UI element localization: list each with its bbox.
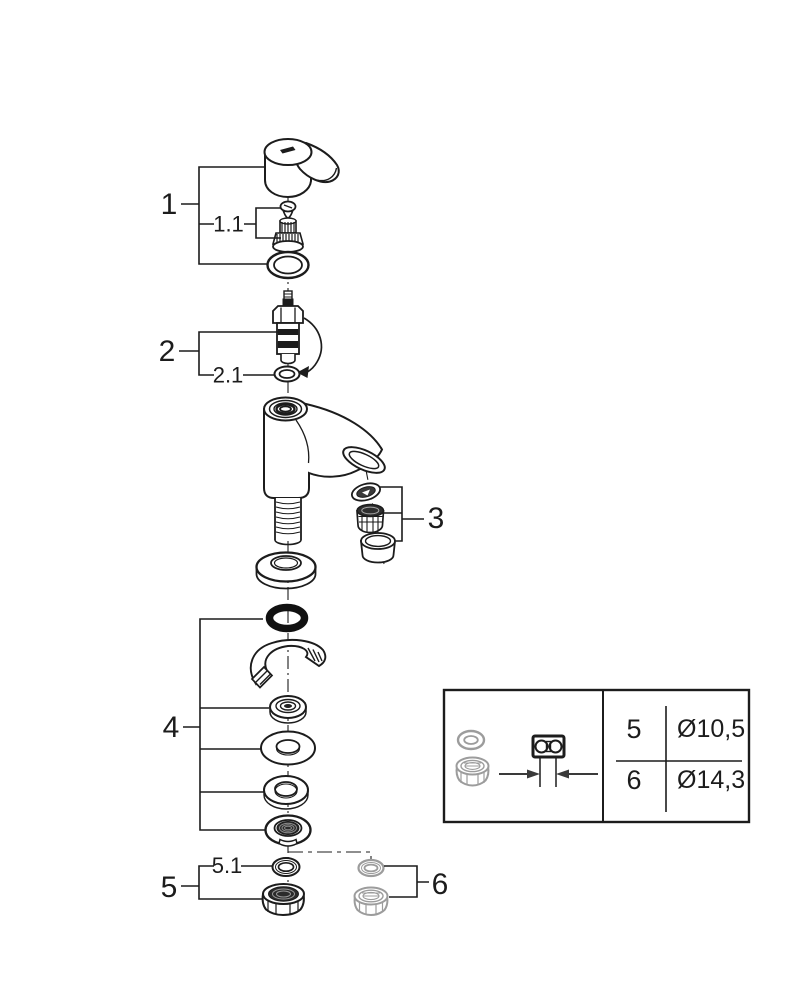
callout-labels: 1 1.1 2 2.1 3 4 5 5.1 6: [159, 188, 449, 904]
bracket-2: [179, 331, 280, 376]
callout-2-1: 2.1: [213, 363, 244, 388]
handle-screw-part: [279, 200, 297, 220]
callout-3: 3: [428, 502, 445, 535]
callout-5-1: 5.1: [212, 853, 243, 878]
alt-oring-part: [357, 858, 385, 878]
base-flange-part: [255, 551, 317, 590]
table-sample-oring: [456, 729, 486, 751]
handle-indicator-slot: [280, 146, 296, 154]
table-dia-6: Ø14,3: [677, 766, 745, 794]
part6-connector-line: [288, 851, 372, 860]
cartridge-oring-part: [273, 365, 301, 383]
callout-1: 1: [161, 188, 178, 221]
rotation-arrowhead: [297, 366, 309, 378]
callout-2: 2: [159, 335, 176, 368]
callout-1-1: 1.1: [213, 212, 244, 237]
black-oring-part: [265, 603, 309, 633]
callout-4: 4: [163, 711, 180, 744]
escutcheon-ring-part: [266, 250, 310, 280]
flat-washer-part: [260, 730, 316, 766]
callout-brackets: [179, 166, 429, 900]
bracket-3: [379, 486, 424, 542]
table-ref-6: 6: [626, 765, 641, 795]
bracket-6: [384, 865, 429, 898]
spline-adapter-part: [271, 217, 305, 253]
bracket-1-1: [244, 207, 281, 239]
callout-6: 6: [432, 868, 449, 901]
size-table: 5 Ø10,5 6 Ø14,3: [442, 688, 751, 824]
rotation-arrow: [303, 317, 323, 374]
measure-arrowhead-right: [556, 769, 569, 779]
mounting-nut-part: [264, 814, 312, 847]
grooved-washer-part: [269, 695, 307, 724]
cartridge-part: [272, 290, 323, 378]
aerator-housing-part: [359, 532, 397, 564]
bracket-5: [181, 865, 272, 900]
supply-oring-part: [271, 857, 301, 877]
aerator-insert-part: [356, 503, 385, 534]
diameter-measure-diagram: [499, 734, 598, 787]
table-dia-5: Ø10,5: [677, 715, 745, 743]
table-sample-nut: [455, 756, 490, 787]
measure-arrowhead-left: [527, 769, 540, 779]
callout-5: 5: [161, 871, 178, 904]
ring-washer-part: [263, 775, 309, 810]
handle-part: [263, 138, 340, 199]
supply-nut-part: [261, 883, 305, 917]
faucet-body-part: [263, 396, 386, 546]
horseshoe-washer-part: [250, 638, 327, 689]
bracket-1: [181, 166, 268, 265]
table-ref-5: 5: [626, 714, 641, 744]
aerator-seal-part: [350, 482, 382, 502]
alt-nut-part: [353, 886, 389, 917]
bracket-4: [183, 618, 269, 831]
